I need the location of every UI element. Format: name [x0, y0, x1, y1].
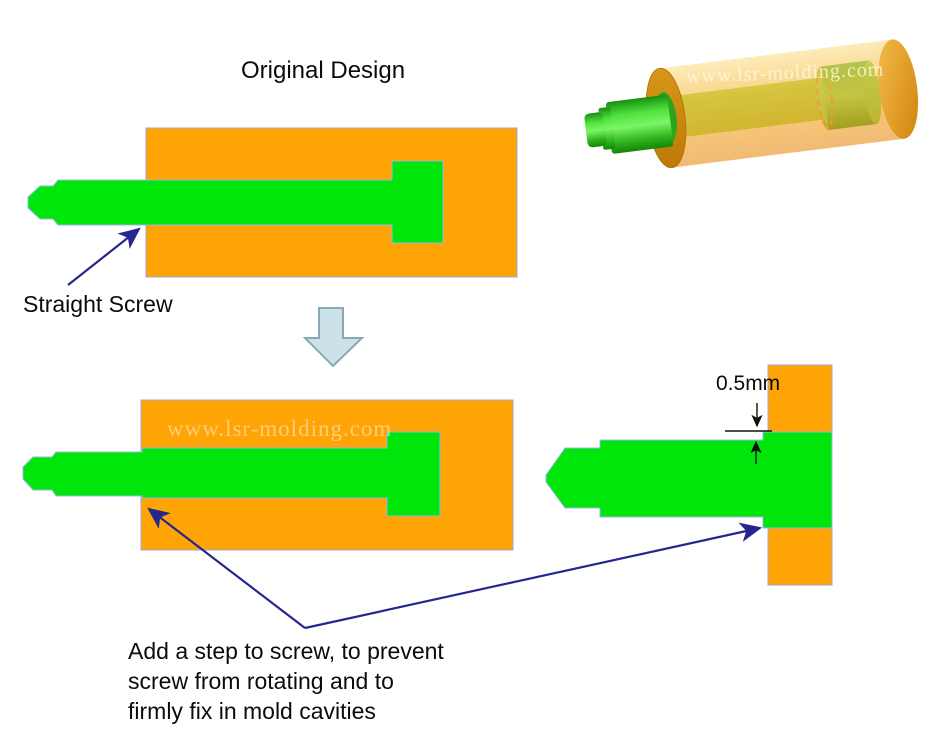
straight-screw-label: Straight Screw [23, 291, 173, 317]
section-title: Original Design [241, 57, 406, 84]
render-screw-tip-cap [584, 112, 607, 148]
stepped-screw-in-mold-shape [22, 431, 441, 517]
render-mold-cylinder-body [659, 39, 905, 168]
render-3d-screw-assembly [584, 39, 919, 169]
render-mold-right-cap [878, 39, 919, 139]
transition-down-arrow [302, 307, 365, 368]
original-design-section [27, 127, 518, 286]
note-text: Add a step to screw, to prevent screw fr… [128, 636, 444, 726]
straight-screw-callout-arrow [67, 227, 141, 286]
step-detail-section [545, 364, 833, 586]
note-arrow-right [304, 522, 763, 630]
note-line-2: screw from rotating and to [128, 668, 394, 694]
stepped-screw-detail-shape [545, 431, 833, 529]
note-arrow-left [147, 507, 306, 629]
dimension-label: 0.5mm [716, 372, 781, 395]
render-screw-shaft-protruding [605, 95, 674, 154]
note-callout-arrows [147, 507, 763, 630]
straight-screw-shape [27, 160, 444, 244]
note-line-3: firmly fix in mold cavities [128, 698, 376, 724]
watermark-mold: www.lsr-molding.com [167, 416, 393, 441]
improved-design-mold-section [22, 399, 514, 551]
note-line-1: Add a step to screw, to prevent [128, 638, 444, 664]
